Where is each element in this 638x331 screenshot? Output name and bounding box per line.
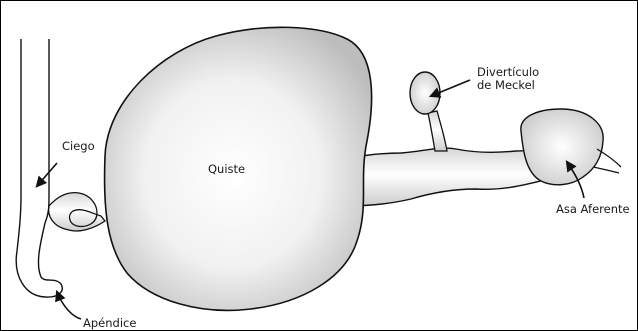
- meckel-bulb: [410, 72, 440, 114]
- arrow-apendice: [57, 292, 81, 319]
- meckel-stalk: [428, 111, 447, 151]
- label-ciego: Ciego: [62, 139, 95, 153]
- label-asa-aferente: Asa Aferente: [556, 202, 630, 216]
- label-apendice: Apéndice: [83, 316, 136, 330]
- label-quiste: Quiste: [208, 162, 245, 176]
- cecum-tube: [16, 39, 62, 297]
- label-meckel-line2: de Meckel: [477, 78, 535, 92]
- afferent-tail-2: [593, 167, 619, 173]
- label-meckel-line1: Divertículo: [477, 65, 539, 79]
- afferent-bulb: [521, 109, 603, 185]
- cecum-loop: [49, 193, 105, 231]
- afferent-tail: [597, 149, 621, 167]
